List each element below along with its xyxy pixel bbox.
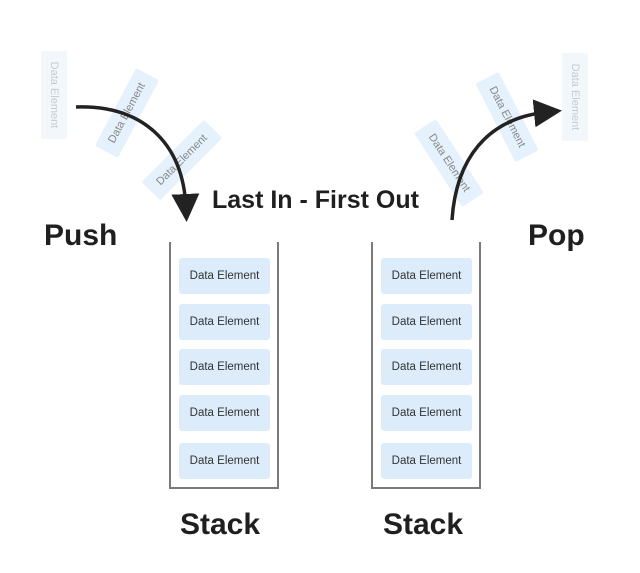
stack-element: Data Element	[381, 443, 472, 479]
stack-element: Data Element	[381, 395, 472, 431]
pop-label: Pop	[528, 219, 585, 252]
diagram-title: Last In - First Out	[212, 186, 419, 214]
stack-element: Data Element	[179, 443, 270, 479]
stack-element: Data Element	[381, 349, 472, 385]
stack-element: Data Element	[179, 349, 270, 385]
pop-arrow	[450, 99, 562, 221]
stack-element: Data Element	[381, 304, 472, 340]
stack-element: Data Element	[381, 258, 472, 294]
stack-element: Data Element	[179, 395, 270, 431]
stack-element: Data Element	[179, 304, 270, 340]
stack-container-left: Data Element Data Element Data Element D…	[169, 242, 279, 489]
push-arrow	[75, 105, 200, 222]
stack-container-right: Data Element Data Element Data Element D…	[371, 242, 481, 489]
stack-label-right: Stack	[383, 508, 464, 541]
stack-element: Data Element	[179, 258, 270, 294]
push-label: Push	[44, 219, 118, 252]
stack-label-left: Stack	[180, 508, 261, 541]
